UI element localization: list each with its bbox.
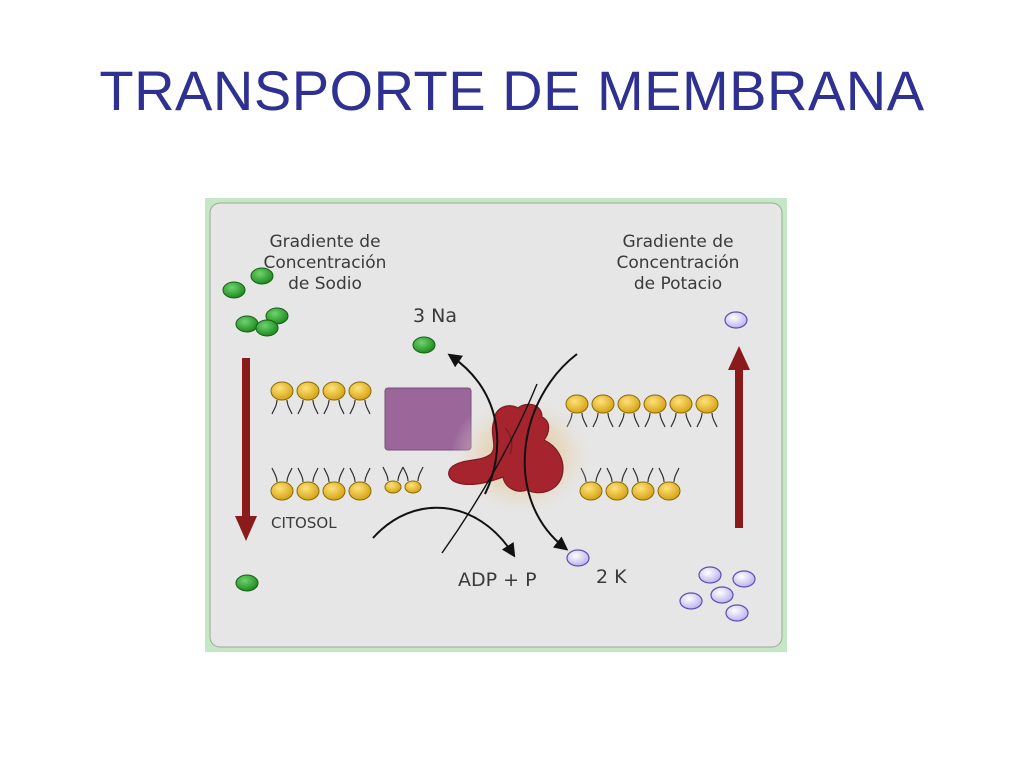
sodium-potassium-pump-diagram: Gradiente de Concentración de Sodio Grad… [205, 198, 787, 652]
phospholipid-head [270, 381, 294, 401]
sodium-exit-arrow [447, 353, 499, 495]
potassium-ion [725, 604, 749, 622]
sodium-ion [235, 574, 259, 592]
sodium-ion [255, 319, 279, 337]
phospholipid-head [605, 481, 629, 501]
phospholipid-tail [632, 467, 654, 483]
phospholipid-head [270, 481, 294, 501]
sodium-potassium-pump [448, 394, 595, 518]
phospholipid-tail [323, 467, 345, 483]
potassium-ion [679, 592, 703, 610]
svg-text:Concentración: Concentración [264, 253, 387, 273]
cytosol-label: CITOSOL [271, 514, 337, 532]
svg-text:Gradiente de: Gradiente de [622, 232, 733, 252]
atp-hydrolysis-arrow [372, 506, 516, 558]
potassium-gradient-arrow [728, 346, 750, 528]
phospholipid-tail [658, 467, 680, 483]
potassium-entry-arrow [523, 353, 578, 551]
phospholipid-tail [323, 399, 345, 415]
phospholipid-head [348, 381, 372, 401]
ion-flow-arrows [372, 353, 578, 558]
phospholipid-head [669, 394, 693, 414]
potassium-ion [698, 566, 722, 584]
phospholipid-head [617, 394, 641, 414]
phospholipid-head [657, 481, 681, 501]
phospholipid-tail [670, 412, 692, 428]
phospholipid-tail [349, 467, 371, 483]
svg-text:de Potacio: de Potacio [634, 274, 722, 294]
potassium-ions [566, 311, 756, 622]
potassium-ion [566, 549, 590, 567]
phospholipid-tail [618, 412, 640, 428]
phospholipid-tail [402, 466, 424, 482]
phospholipid-tail [644, 412, 666, 428]
phospholipid-head [296, 381, 320, 401]
phospholipid-tail [382, 466, 404, 482]
potassium-label: 2 K [596, 566, 627, 588]
phospholipid-tail [606, 467, 628, 483]
phospholipid-head [296, 481, 320, 501]
phospholipid-tail [696, 412, 718, 428]
sodium-ion [222, 281, 246, 299]
sodium-gradient-arrow [235, 358, 257, 541]
svg-text:de Sodio: de Sodio [288, 274, 362, 294]
sodium-ions [222, 267, 436, 592]
phospholipid-tail [592, 412, 614, 428]
sodium-gradient-label: Gradiente de Concentración de Sodio [264, 232, 387, 294]
phospholipid-head [322, 381, 346, 401]
svg-text:Concentración: Concentración [617, 253, 740, 273]
phospholipid-tail [297, 399, 319, 415]
phospholipid-tail [349, 399, 371, 415]
phospholipid-head [322, 481, 346, 501]
sodium-ion [412, 336, 436, 354]
potassium-ion [710, 586, 734, 604]
phospholipid-head [631, 481, 655, 501]
svg-text:Gradiente de: Gradiente de [269, 232, 380, 252]
phospholipid-head [565, 394, 589, 414]
phospholipid-head [591, 394, 615, 414]
sodium-label: 3 Na [413, 305, 457, 327]
phospholipid-head [695, 394, 719, 414]
sodium-ion [235, 315, 259, 333]
phospholipid-head [348, 481, 372, 501]
phospholipid-tail [271, 399, 293, 415]
potassium-ion [724, 311, 748, 329]
phospholipid-tail [271, 467, 293, 483]
lipid-bilayer [270, 381, 719, 501]
adp-label: ADP + P [458, 569, 537, 591]
phospholipid-head [643, 394, 667, 414]
slide-title: TRANSPORTE DE MEMBRANA [99, 59, 925, 122]
potassium-gradient-label: Gradiente de Concentración de Potacio [617, 232, 740, 294]
phospholipid-head [384, 480, 402, 494]
sodium-ion [250, 267, 274, 285]
potassium-ion [732, 570, 756, 588]
phospholipid-head [404, 480, 422, 494]
phospholipid-tail [297, 467, 319, 483]
